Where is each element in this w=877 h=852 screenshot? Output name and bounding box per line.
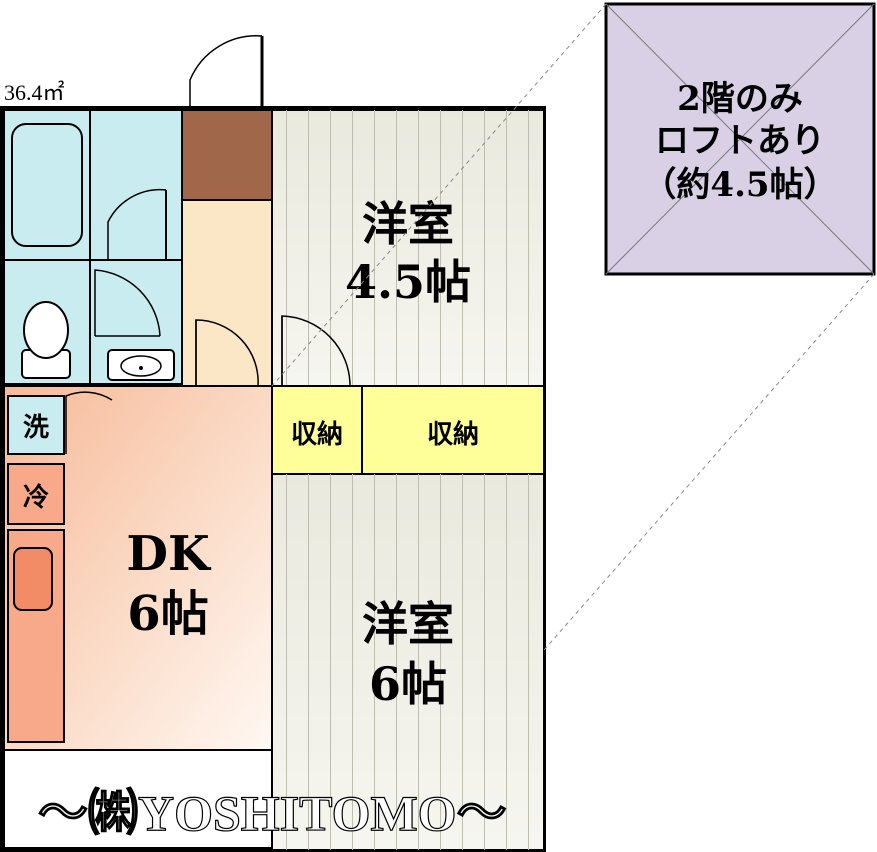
- watermark: ～㈱YOSHITOMO～: [38, 785, 507, 841]
- room-name-western-small: 洋室: [362, 197, 454, 251]
- room-size-dk: 6帖: [127, 586, 208, 642]
- toilet-door: [94, 269, 161, 337]
- room-size-western-small: 4.5帖: [345, 255, 471, 309]
- storage-left: [271, 385, 363, 475]
- room-name-western-large: 洋室: [362, 597, 454, 651]
- loft-note-line3: （約4.5帖）: [642, 165, 837, 205]
- bathtub-icon: [11, 123, 83, 247]
- toilet-icon: [21, 301, 71, 379]
- projection-lines: [271, 3, 875, 651]
- storage-right-label: 収納: [427, 419, 479, 450]
- western-room-large: [271, 473, 545, 851]
- bathroom-door: [107, 188, 167, 262]
- washer-space: [7, 395, 65, 455]
- fridge-space: [7, 463, 65, 525]
- storage-left-label: 収納: [291, 419, 343, 450]
- balcony: [3, 749, 273, 849]
- washroom: [89, 109, 183, 261]
- entrance-mat: [181, 109, 273, 201]
- washer-label: 洗: [23, 413, 49, 443]
- corridor-door: [195, 319, 259, 387]
- room-name-dk: DK: [126, 526, 212, 582]
- loft-note-line2: ロフトあり: [655, 121, 825, 161]
- western-room-small: [271, 109, 545, 387]
- kitchen-sink-icon: [13, 547, 53, 611]
- entrance-door: [186, 35, 266, 109]
- loft-note-box: [604, 2, 876, 276]
- storage-right: [361, 385, 545, 475]
- dk-door: [65, 391, 113, 454]
- loft-note-line1: 2階のみ: [677, 79, 803, 119]
- area-label: 36.4㎡: [4, 80, 65, 105]
- room-size-western-large: 6帖: [369, 657, 447, 711]
- sink-icon: [107, 349, 175, 381]
- fridge-label: 冷: [23, 482, 49, 513]
